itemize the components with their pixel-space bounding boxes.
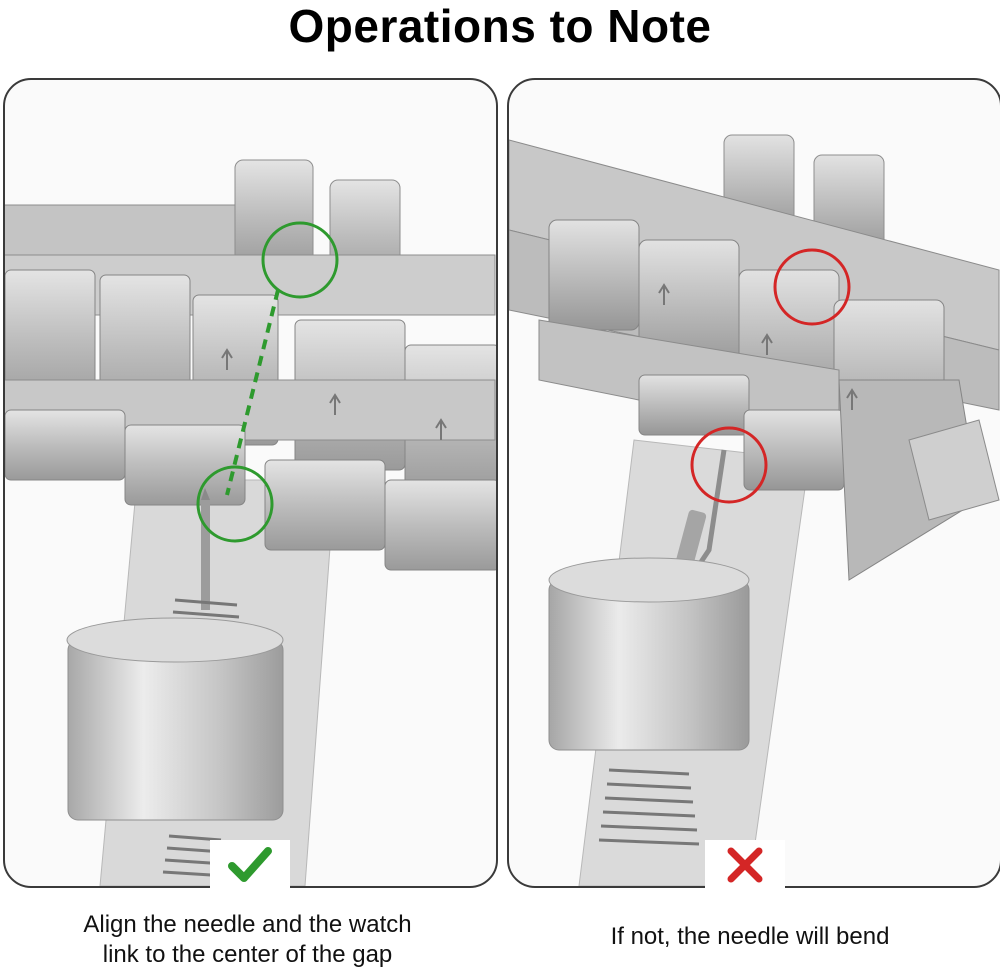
bent-needle-illustration bbox=[509, 134, 1000, 886]
correct-example-panel bbox=[3, 78, 498, 888]
watch-bracelet bbox=[509, 139, 1000, 581]
correct-alignment-illustration bbox=[5, 159, 496, 886]
check-icon bbox=[228, 847, 272, 882]
caption-line: If not, the needle will bend bbox=[610, 923, 890, 950]
caption-line-1: Align the needle and the watch bbox=[83, 911, 412, 938]
cross-badge bbox=[705, 840, 785, 890]
incorrect-example-panel bbox=[507, 78, 1000, 888]
incorrect-caption: If not, the needle will bend bbox=[520, 922, 980, 952]
cross-icon bbox=[727, 847, 763, 883]
caption-line-2: link to the center of the gap bbox=[102, 941, 393, 968]
correct-caption: Align the needle and the watch link to t… bbox=[20, 910, 475, 970]
check-badge bbox=[210, 840, 290, 890]
page-title: Operations to Note bbox=[288, 0, 712, 52]
watch-bracelet bbox=[5, 204, 496, 571]
